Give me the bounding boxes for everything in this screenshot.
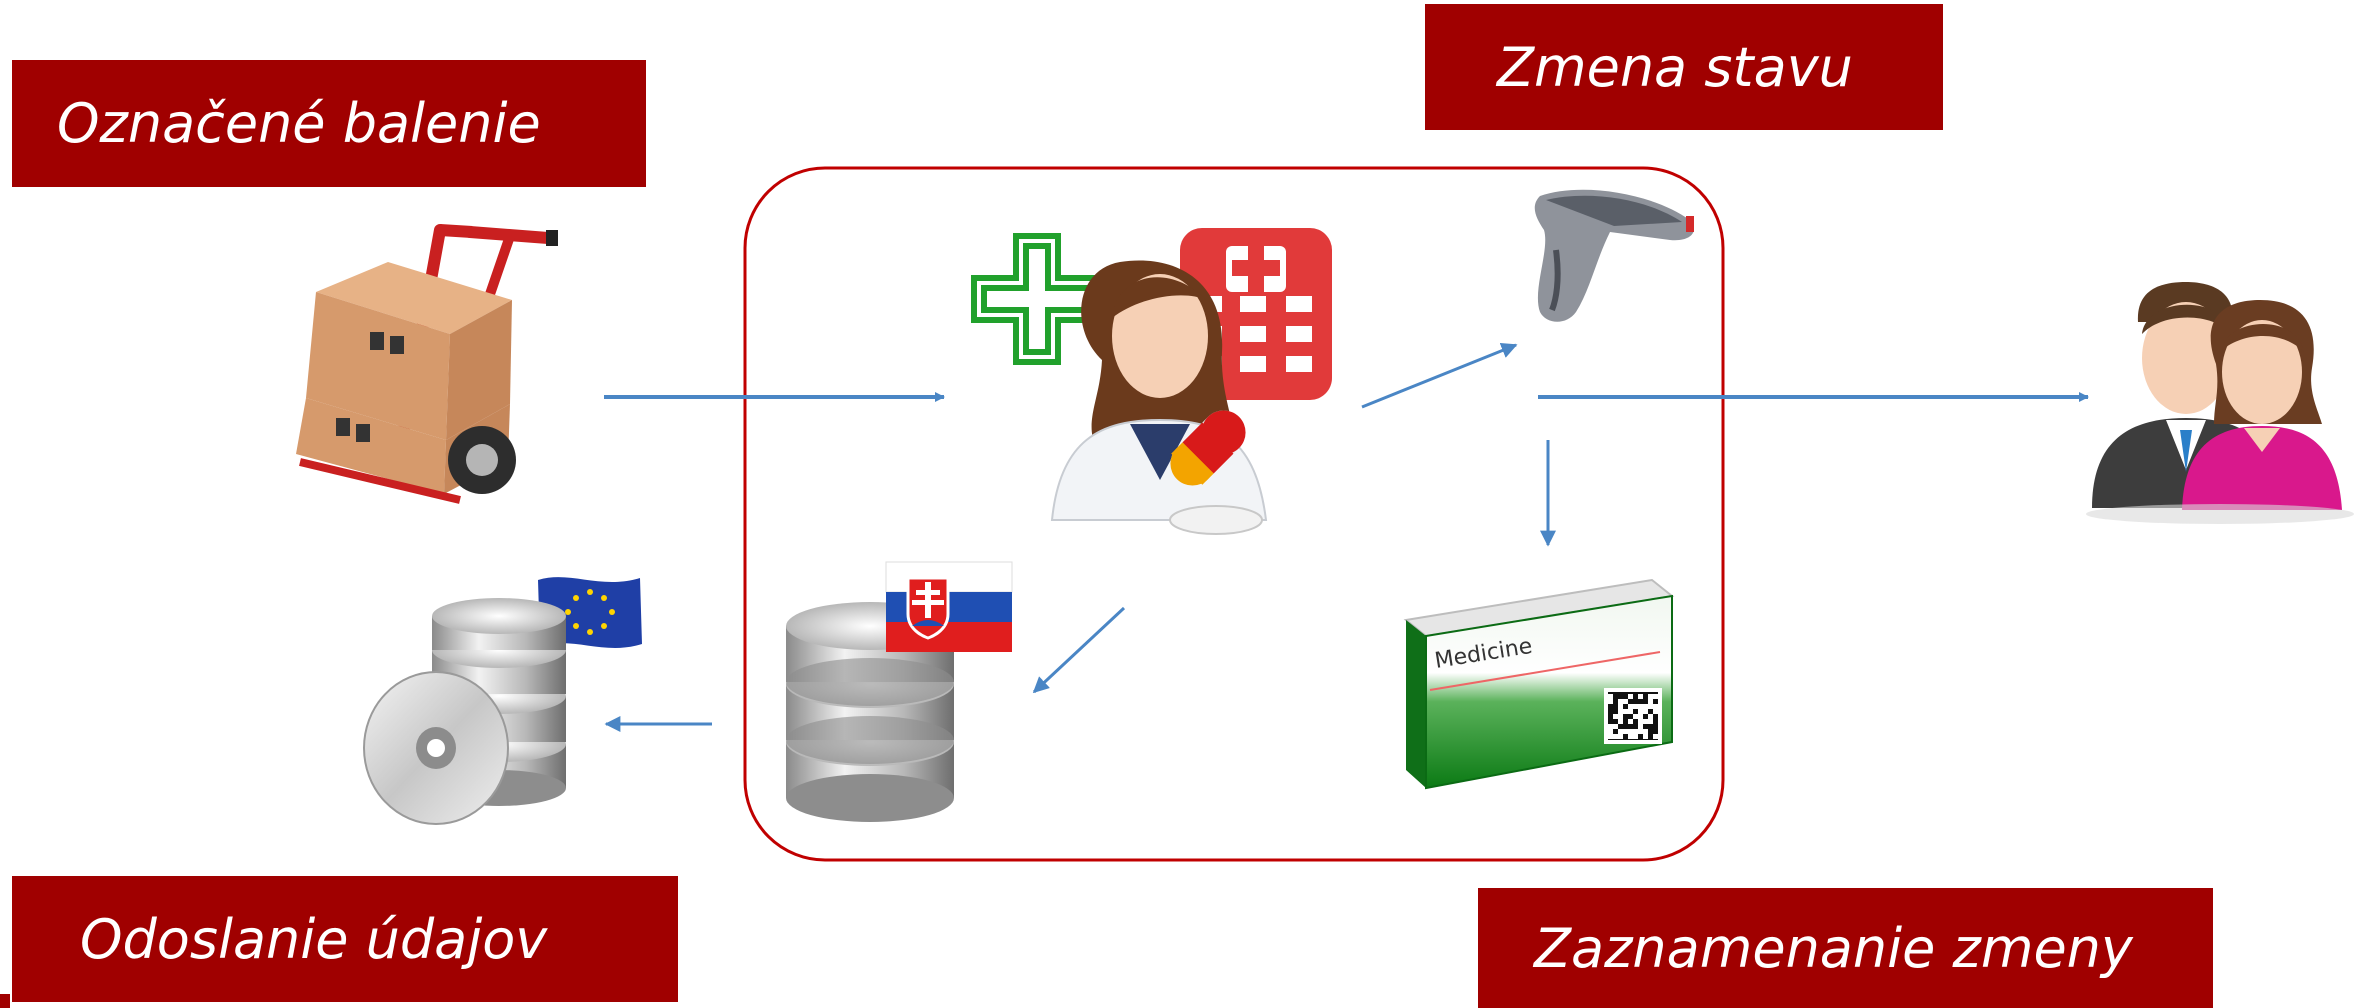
arrow-pharmacy-to-db	[1032, 606, 1126, 694]
datamatrix-cell	[1618, 704, 1623, 709]
datamatrix-cell	[1648, 719, 1653, 724]
datamatrix-cell	[1613, 734, 1618, 739]
datamatrix-cell	[1618, 729, 1623, 734]
datamatrix-cell	[1638, 709, 1643, 714]
pharmacist-icon	[971, 228, 1332, 535]
datamatrix-cell	[1623, 709, 1628, 714]
label-data-sending-text: Odoslanie údajov	[80, 907, 548, 971]
label-data-sending: Odoslanie údajov	[12, 876, 678, 1002]
datamatrix-cell	[1643, 734, 1648, 739]
datamatrix-cell	[1628, 719, 1633, 724]
datamatrix-cell	[1608, 694, 1613, 699]
label-marked-package-text: Označené balenie	[57, 92, 541, 155]
datamatrix-cell	[1623, 699, 1628, 704]
datamatrix-cell	[1653, 734, 1658, 739]
corner-mark	[0, 994, 10, 1008]
datamatrix-cell	[1638, 719, 1643, 724]
slovakia-flag	[885, 561, 1013, 652]
datamatrix-cell	[1628, 734, 1633, 739]
datamatrix-cell	[1643, 709, 1648, 714]
datamatrix-cell	[1608, 699, 1613, 704]
cd-disc	[363, 671, 509, 825]
label-state-change-text: Zmena stavu	[1497, 35, 1853, 99]
database-slovakia-icon	[786, 561, 1013, 822]
datamatrix-cell	[1638, 694, 1643, 699]
datamatrix-cell	[1638, 729, 1643, 734]
label-marked-package: Označené balenie	[12, 60, 646, 187]
people-icon	[2086, 282, 2354, 524]
medicine-box-icon: Medicine	[1403, 578, 1675, 790]
datamatrix-cell	[1633, 729, 1638, 734]
datamatrix-cell	[1618, 699, 1623, 704]
datamatrix-cell	[1653, 694, 1658, 699]
datamatrix-cell	[1628, 704, 1633, 709]
label-state-change: Zmena stavu	[1425, 4, 1943, 130]
datamatrix-cell	[1608, 729, 1613, 734]
hand-truck-boxes-icon	[296, 224, 558, 504]
datamatrix-cell	[1653, 704, 1658, 709]
datamatrix-cell	[1613, 714, 1618, 719]
datamatrix-cell	[1648, 694, 1653, 699]
datamatrix-cell	[1608, 724, 1613, 729]
label-change-record-text: Zaznamenanie zmeny	[1534, 916, 2133, 980]
datamatrix-cell	[1618, 714, 1623, 719]
datamatrix-cell	[1648, 704, 1653, 709]
datamatrix-cell	[1618, 709, 1623, 714]
datamatrix-cell	[1633, 714, 1638, 719]
datamatrix-cell	[1643, 704, 1648, 709]
datamatrix-cell	[1648, 714, 1653, 719]
datamatrix-cell	[1623, 729, 1628, 734]
datamatrix-cell	[1618, 734, 1623, 739]
datamatrix-cell	[1618, 719, 1623, 724]
datamatrix-cell	[1643, 729, 1648, 734]
process-boundary	[743, 166, 1725, 862]
datamatrix-cell	[1643, 719, 1648, 724]
datamatrix-code	[1604, 688, 1662, 744]
datamatrix-cell	[1633, 704, 1638, 709]
datamatrix-cell	[1633, 734, 1638, 739]
datamatrix-cell	[1628, 729, 1633, 734]
datamatrix-cell	[1628, 694, 1633, 699]
datamatrix-cell	[1608, 734, 1613, 739]
datamatrix-cell	[1653, 709, 1658, 714]
barcode-scanner-icon	[1534, 189, 1694, 322]
label-change-record: Zaznamenanie zmeny	[1478, 888, 2213, 1008]
datamatrix-cell	[1638, 704, 1643, 709]
datamatrix-cell	[1613, 724, 1618, 729]
datamatrix-cell	[1628, 709, 1633, 714]
arrow-pharmacy-to-scanner	[1361, 342, 1518, 409]
datamatrix-cell	[1638, 714, 1643, 719]
datamatrix-cell	[1638, 724, 1643, 729]
database-eu-icon	[363, 577, 642, 825]
datamatrix-cell	[1648, 699, 1653, 704]
